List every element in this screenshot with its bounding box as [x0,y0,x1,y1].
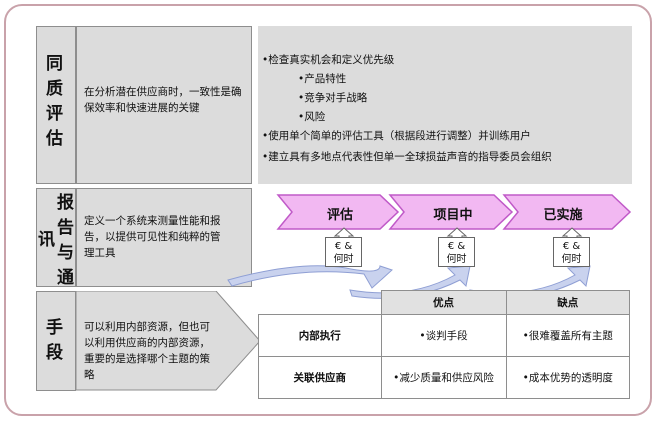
comparison-table: 优点 缺点 内部执行 •谈判手段 •很难覆盖所有主题 关联供应商 •减少质量和供… [258,290,630,399]
table-header-empty [259,291,382,315]
row3-description: 可以利用内部资源，但也可以利用供应商的内部资源，重要的是选择哪个主题的策略 [84,321,210,381]
table-cell: •谈判手段 [380,314,507,357]
row2-label-part2: 报 告 与 通 [57,193,75,288]
row1-description-box [76,26,252,184]
row1-label-box [36,26,76,184]
row2-label-part1: 讯 [38,230,56,250]
table-row-header: 内部执行 [258,314,382,357]
stage-label: 已实施 [543,208,583,223]
bullets-panel [258,26,632,184]
bullet-item: •竞争对手战略 [298,92,368,104]
table-row-header: 关联供应商 [258,356,382,399]
table-row: 内部执行 •谈判手段 •很难覆盖所有主题 [258,314,630,357]
cost-timing-box: € & 何时 [438,237,475,267]
table-header-pros: 优点 [380,290,507,315]
circular-arrow [227,265,393,289]
stage-arrow [276,194,400,230]
table-cell: •减少质量和供应风险 [380,356,507,399]
stage-label: 评估 [326,208,353,223]
row2-description-box [76,188,252,287]
row1-label: 同 质 评 估 [46,54,64,149]
stage-arrow [502,194,632,230]
table-header-cons: 缺点 [505,290,630,315]
table-row: 关联供应商 •减少质量和供应风险 •成本优势的透明度 [258,356,630,399]
bullet-item: •建立具有多地点代表性但单一全球损益声音的指导委员会组织 [262,151,552,163]
bullet-item: •产品特性 [298,73,347,85]
row1-description: 在分析潜在供应商时，一致性是确保效率和快速进展的关键 [84,86,242,114]
row3-label-box [36,291,76,391]
row3-chevron-box [76,291,261,391]
bullet-item: •检查真实机会和定义优先级 [262,54,395,66]
stage-label: 项目中 [433,208,473,223]
stage-arrows [276,194,632,230]
row2-label-box [36,188,76,287]
row2-description: 定义一个系统来测量性能和报告，以提供可见性和纯粹的管理工具 [84,215,221,259]
cost-timing-box: € & 何时 [325,237,362,267]
bullet-item: •风险 [298,111,326,123]
bullet-item: •使用单个简单的评估工具（根据段进行调整）并训练用户 [262,130,531,142]
row3-label: 手 段 [46,318,64,363]
cost-timing-box: € & 何时 [553,237,590,267]
table-cell: •成本优势的透明度 [505,356,630,399]
stage-arrow [388,194,514,230]
table-cell: •很难覆盖所有主题 [505,314,630,357]
